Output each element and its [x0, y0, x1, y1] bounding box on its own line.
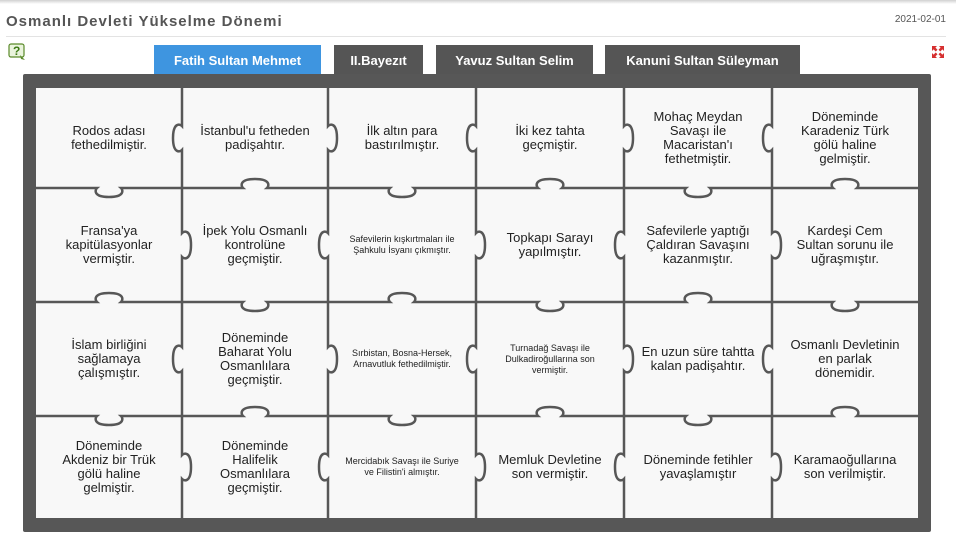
puzzle-piece[interactable]: Topkapı Sarayı yapılmıştır. — [506, 230, 594, 259]
puzzle-piece[interactable]: Döneminde fetihler yavaşlamıştır — [643, 452, 753, 481]
puzzle-piece[interactable]: Safevilerle yaptığı Çaldıran Savaşını ka… — [646, 223, 750, 266]
puzzle-piece[interactable]: İpek Yolu Osmanlı kontrolüne geçmiştir. — [202, 223, 308, 266]
puzzle-piece[interactable]: Kardeşi Cem Sultan sorunu ile uğraşmıştı… — [796, 223, 894, 266]
fullscreen-icon[interactable] — [932, 45, 944, 58]
puzzle-piece[interactable]: Mohaç Meydan Savaşı ile Macaristan'ı fet… — [653, 109, 743, 166]
puzzle-piece[interactable]: Döneminde Halifelik Osmanlılara geçmişti… — [219, 438, 291, 495]
puzzle-piece[interactable]: Memluk Devletine son vermiştir. — [498, 452, 602, 481]
tab-fatih-sultan-mehmet[interactable]: Fatih Sultan Mehmet — [154, 45, 321, 75]
puzzle-piece[interactable]: Sırbistan, Bosna-Hersek, Arnavutluk feth… — [351, 348, 453, 369]
date-label: 2021-02-01 — [894, 14, 946, 25]
puzzle-piece[interactable]: Mercidabık Savaşı ile Suriye ve Filistin… — [345, 456, 459, 477]
puzzle-piece[interactable]: İlk altın para bastırılmıştır. — [364, 123, 440, 152]
puzzle-piece[interactable]: Safevilerin kışkırtmaları ile Şahkulu İs… — [349, 234, 455, 255]
puzzle-piece[interactable]: Döneminde Karadeniz Türk gölü haline gel… — [801, 109, 889, 166]
puzzle-piece[interactable]: Fransa'ya kapitülasyonlar vermiştir. — [65, 223, 153, 266]
puzzle-piece[interactable]: İslam birliğini sağlamaya çalışmıştır. — [71, 337, 147, 380]
puzzle-piece[interactable]: Osmanlı Devletinin en parlak dönemidir. — [790, 337, 900, 380]
title-divider — [6, 36, 946, 37]
puzzle-piece[interactable]: Karamaoğullarına son verilmiştir. — [793, 452, 897, 481]
help-question-icon[interactable]: ? — [8, 43, 28, 61]
puzzle-piece[interactable]: Turnadağ Savaşı ile Dulkadiroğullarına s… — [505, 342, 595, 375]
tab-ii-bayezit[interactable]: II.Bayezıt — [334, 45, 423, 75]
puzzle-board: Rodos adası fethedilmiştir. İstanbul'u fe… — [23, 74, 931, 532]
tab-yavuz-sultan-selim[interactable]: Yavuz Sultan Selim — [436, 45, 593, 75]
puzzle-piece[interactable]: Rodos adası fethedilmiştir. — [71, 123, 147, 152]
puzzle-piece[interactable]: İstanbul'u fetheden padişahtır. — [200, 123, 310, 152]
svg-text:?: ? — [13, 44, 20, 58]
top-shadow — [0, 0, 956, 4]
puzzle-piece[interactable]: Döneminde Baharat Yolu Osmanlılara geçmi… — [218, 330, 292, 387]
puzzle-piece[interactable]: İki kez tahta geçmiştir. — [515, 123, 585, 152]
puzzle-piece[interactable]: En uzun süre tahtta kalan padişahtır. — [641, 344, 755, 373]
tab-kanuni-sultan-suleyman[interactable]: Kanuni Sultan Süleyman — [605, 45, 800, 75]
puzzle-piece[interactable]: Döneminde Akdeniz bir Trük gölü haline g… — [62, 438, 156, 495]
page-title: Osmanlı Devleti Yükselme Dönemi — [6, 13, 283, 30]
